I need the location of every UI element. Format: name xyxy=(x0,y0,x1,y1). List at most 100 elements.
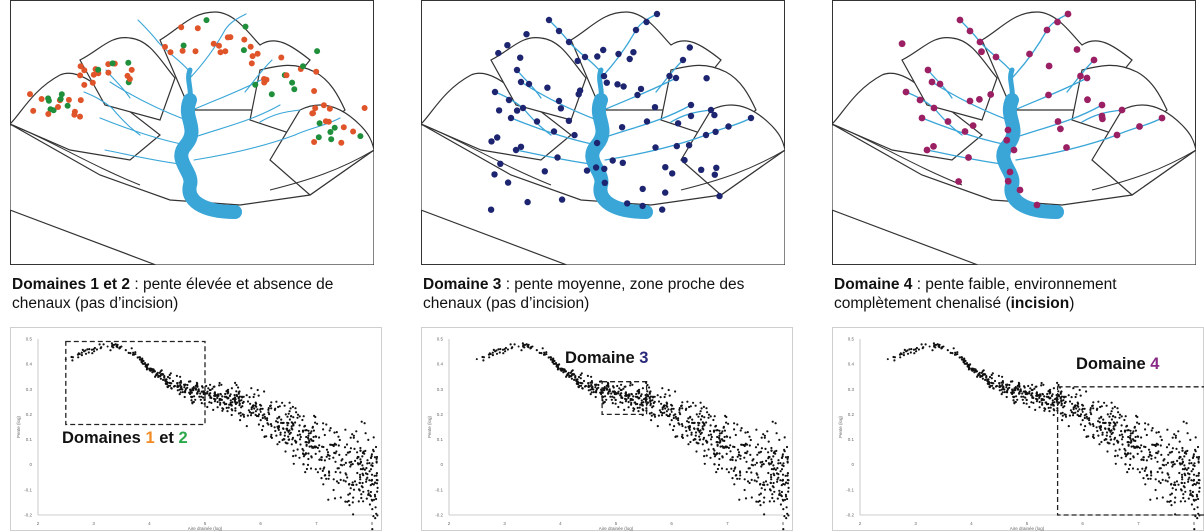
data-point xyxy=(491,354,494,357)
data-point xyxy=(376,490,379,493)
data-point xyxy=(77,352,80,355)
data-point xyxy=(619,388,622,392)
data-point xyxy=(86,348,89,351)
data-point xyxy=(770,478,773,481)
data-point xyxy=(322,467,325,470)
data-point xyxy=(692,401,695,404)
data-point xyxy=(768,500,771,503)
data-point xyxy=(374,506,377,509)
tributary-5 xyxy=(191,104,281,139)
data-point xyxy=(756,453,759,456)
data-point xyxy=(348,504,351,507)
data-point xyxy=(169,384,172,387)
data-point xyxy=(589,381,592,384)
data-point xyxy=(670,419,673,422)
data-point xyxy=(301,430,305,433)
data-point xyxy=(714,453,717,456)
data-point xyxy=(1190,470,1193,473)
data-point xyxy=(1116,439,1119,442)
data-point xyxy=(1192,455,1195,458)
tributary-9 xyxy=(244,59,273,93)
dot-domain3-12 xyxy=(512,146,520,154)
data-point xyxy=(81,348,84,351)
data-point xyxy=(1001,380,1004,383)
data-point xyxy=(1178,455,1181,459)
data-point xyxy=(189,391,192,394)
data-point xyxy=(249,402,252,405)
caption-domaine-4: Domaine 4 : pente faible, environnement … xyxy=(834,275,1204,313)
data-point xyxy=(209,383,212,386)
data-point xyxy=(1112,421,1115,424)
data-point xyxy=(1124,463,1127,466)
data-point xyxy=(552,358,555,361)
data-point xyxy=(1052,408,1055,411)
dot-domain3-69 xyxy=(517,143,525,150)
dot-domain4-46 xyxy=(1010,146,1018,154)
data-point xyxy=(287,435,290,438)
data-point xyxy=(701,421,704,424)
data-point xyxy=(1149,477,1152,480)
dot-domain4-16 xyxy=(924,66,932,74)
data-point xyxy=(351,481,354,484)
data-point xyxy=(325,455,328,458)
data-point xyxy=(1059,391,1062,394)
dot-domain1-0-5 xyxy=(65,96,72,103)
data-point xyxy=(1108,424,1111,427)
dot-domain2-0-6 xyxy=(64,102,71,109)
dot-domain3-91 xyxy=(524,198,531,206)
data-point xyxy=(1198,486,1201,489)
data-point xyxy=(769,481,772,484)
dot-domain3-68 xyxy=(609,157,616,164)
data-point xyxy=(361,481,364,485)
data-point xyxy=(1148,451,1152,454)
data-point xyxy=(337,481,340,485)
data-point xyxy=(334,460,337,463)
data-point xyxy=(1193,462,1196,465)
dot-domain3-11 xyxy=(643,118,651,125)
data-point xyxy=(709,430,712,433)
dot-domain2-0-13 xyxy=(57,96,64,102)
data-point xyxy=(322,428,325,431)
dot-domain1-4-8 xyxy=(312,105,319,112)
data-point xyxy=(1166,480,1169,483)
dot-domain3-75 xyxy=(712,128,719,135)
data-point xyxy=(93,346,96,350)
data-point xyxy=(186,383,189,387)
data-point xyxy=(1079,394,1082,397)
data-point xyxy=(1140,458,1143,461)
data-point xyxy=(774,422,777,425)
y-tick-label: 0.3 xyxy=(437,387,444,392)
data-point xyxy=(1169,483,1173,486)
data-point xyxy=(1049,391,1052,394)
data-point xyxy=(770,446,773,450)
data-point xyxy=(194,398,197,401)
data-point xyxy=(1142,458,1145,462)
data-point xyxy=(225,402,228,406)
data-point xyxy=(307,457,310,461)
data-point xyxy=(760,436,763,439)
data-point xyxy=(924,343,927,346)
river-upper xyxy=(597,67,604,103)
caption-text-end: ) xyxy=(1069,295,1075,312)
data-point xyxy=(298,433,302,436)
data-point xyxy=(577,386,580,389)
data-point xyxy=(1130,445,1133,448)
data-point xyxy=(1001,391,1004,394)
data-point xyxy=(363,422,366,425)
data-point xyxy=(621,401,624,404)
data-point xyxy=(718,434,721,437)
data-point xyxy=(1182,493,1185,496)
data-point xyxy=(648,397,651,400)
data-point xyxy=(668,423,671,426)
data-point xyxy=(733,422,736,425)
data-point xyxy=(736,455,739,458)
data-point xyxy=(213,391,216,394)
data-point xyxy=(932,342,935,345)
data-point xyxy=(203,398,206,401)
dot-domain3-29 xyxy=(505,96,513,104)
data-point xyxy=(636,406,639,409)
data-point xyxy=(1021,392,1024,395)
data-point xyxy=(590,380,593,383)
data-point xyxy=(659,411,662,414)
data-point xyxy=(1023,385,1026,388)
